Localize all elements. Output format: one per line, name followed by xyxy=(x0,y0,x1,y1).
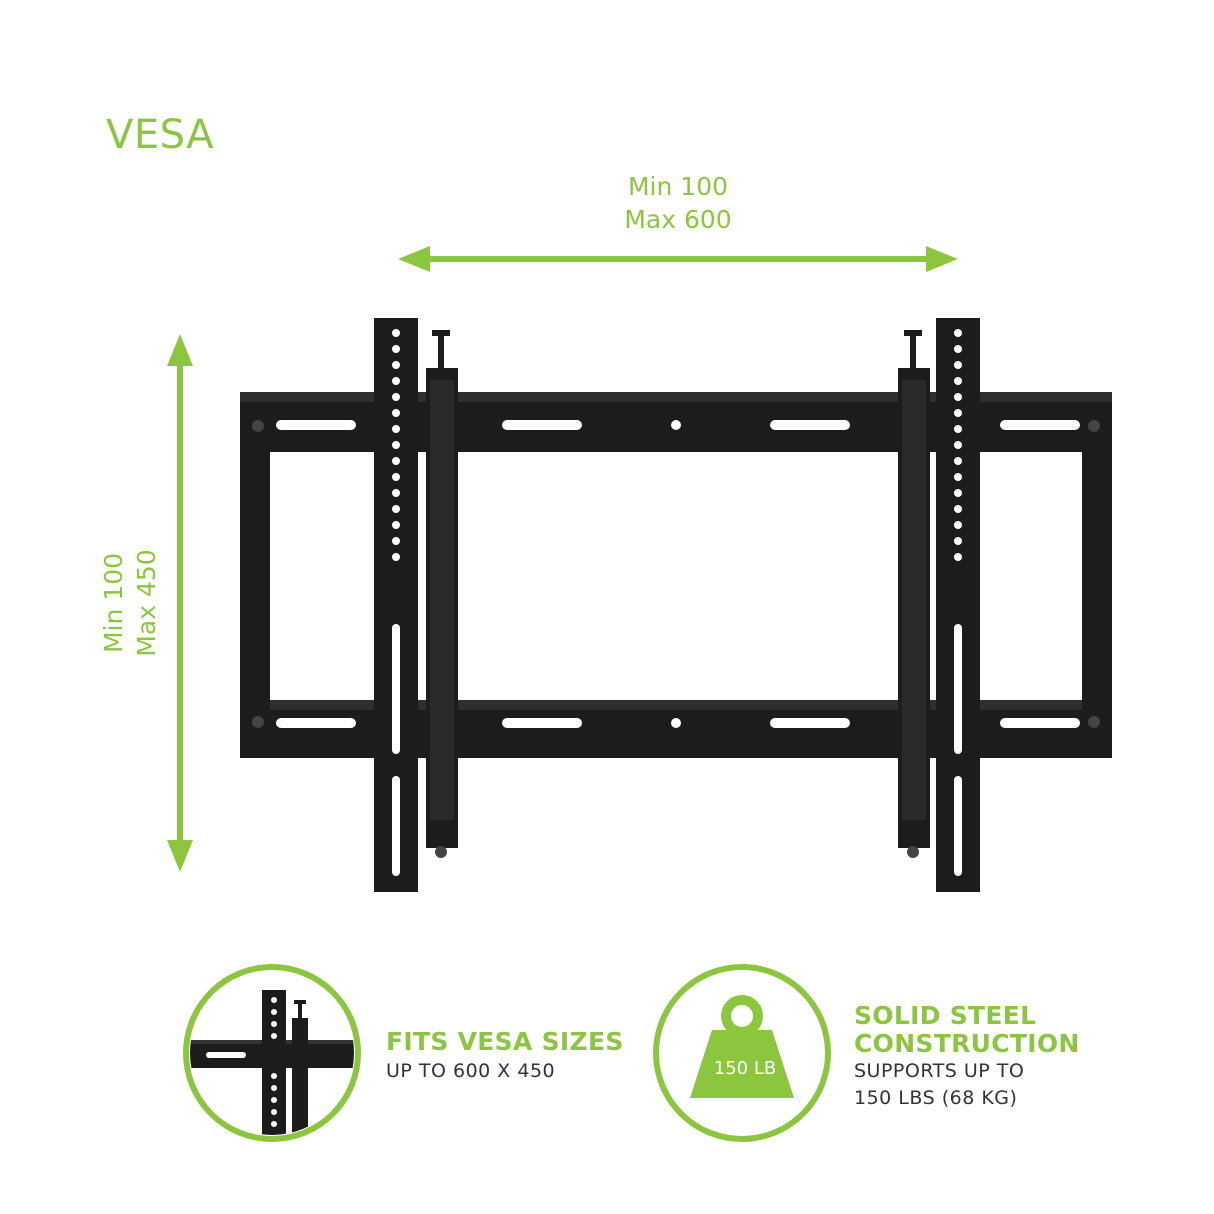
feature-2-title-line-1: SOLID STEEL xyxy=(854,1001,1037,1030)
horizontal-dimension-label: Min 100 Max 600 xyxy=(560,170,796,236)
weight-icon xyxy=(653,964,831,1142)
horizontal-max: Max 600 xyxy=(624,205,732,234)
feature-2-title: SOLID STEEL CONSTRUCTION xyxy=(854,1002,1080,1058)
feature-2-subtitle-line-1: SUPPORTS UP TO xyxy=(854,1060,1025,1082)
arrow-horizontal-icon xyxy=(398,246,958,272)
mount-closeup-icon xyxy=(183,964,361,1142)
feature-2-title-line-2: CONSTRUCTION xyxy=(854,1029,1080,1058)
feature-1-subtitle: UP TO 600 X 450 xyxy=(386,1060,556,1082)
feature-2-subtitle: SUPPORTS UP TO 150 LBS (68 KG) xyxy=(854,1058,1024,1112)
left-bracket xyxy=(374,318,458,892)
horizontal-min: Min 100 xyxy=(627,172,729,201)
wall-plate xyxy=(240,392,1112,758)
page-title: VESA xyxy=(106,112,215,158)
feature-2-subtitle-line-2: 150 LBS (68 KG) xyxy=(854,1087,1018,1109)
arrow-vertical-icon xyxy=(167,334,193,872)
weight-badge: 150 LB xyxy=(713,1058,777,1079)
feature-1-title: FITS VESA SIZES xyxy=(386,1027,624,1056)
right-bracket xyxy=(898,318,980,892)
